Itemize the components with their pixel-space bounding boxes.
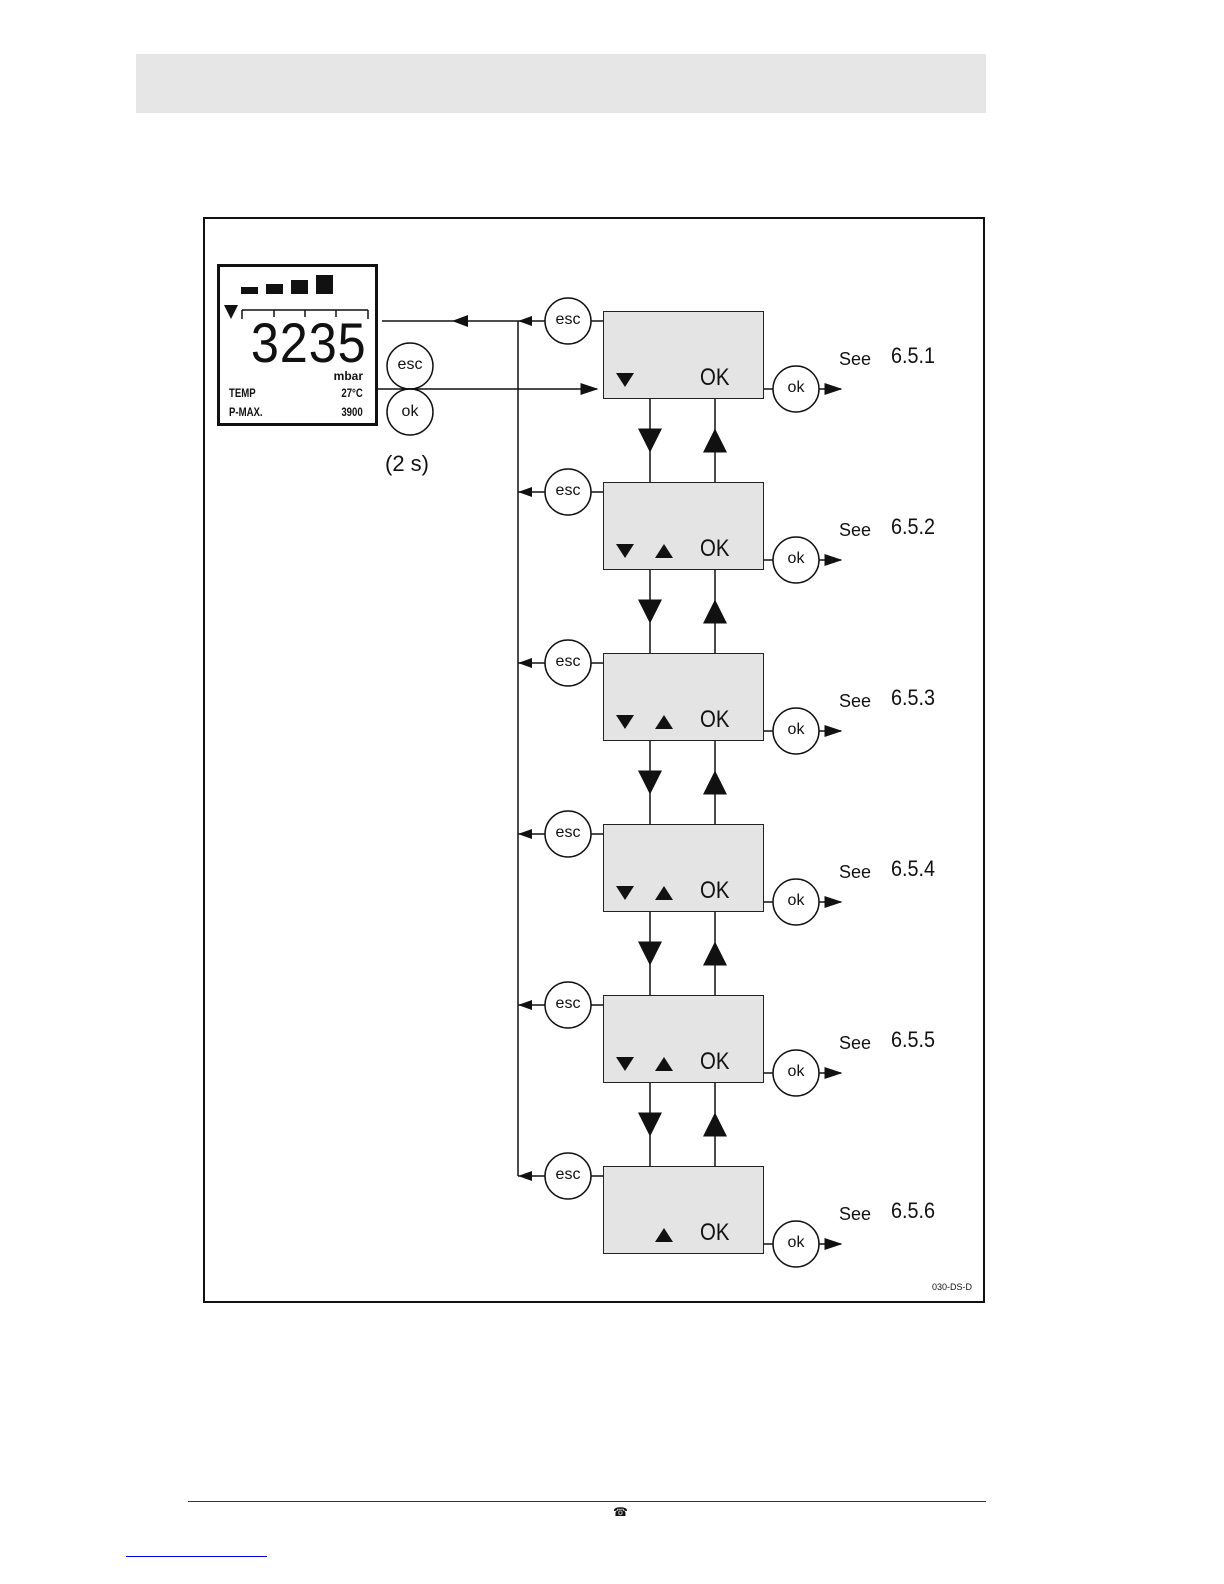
down-arrow-icon (616, 886, 634, 900)
ok-button-label: ok (772, 550, 820, 568)
up-arrow-icon (655, 715, 673, 729)
esc-arrow-icon (518, 1171, 532, 1181)
lcd-pointer-icon (224, 305, 238, 319)
section-reference: 6.5.6 (891, 1198, 935, 1224)
esc-button-label: esc (544, 311, 592, 329)
lcd-display: 3235 mbar TEMP 27°C P-MAX. 3900 (217, 264, 378, 426)
screen-ok-label: OK (700, 1048, 729, 1076)
down-arrow-icon (616, 373, 634, 387)
up-arrow-icon (655, 1057, 673, 1071)
lcd-ok-button-label: ok (386, 403, 434, 421)
see-label: See (839, 862, 871, 883)
menu-screen: OK (603, 482, 764, 570)
esc-arrow-icon (518, 658, 532, 668)
up-nav-arrow-icon (703, 771, 727, 795)
esc-button-label: esc (544, 1166, 592, 1184)
lcd-pmax-label: P-MAX. (229, 405, 263, 419)
esc-arrow-icon (518, 829, 532, 839)
see-label: See (839, 1033, 871, 1054)
screen-ok-label: OK (700, 535, 729, 563)
screen-ok-label: OK (700, 706, 729, 734)
section-reference: 6.5.2 (891, 514, 935, 540)
section-reference: 6.5.3 (891, 685, 935, 711)
lcd-reading: 3235 (251, 315, 367, 371)
esc-button-label: esc (544, 995, 592, 1013)
section-reference: 6.5.1 (891, 343, 935, 369)
see-label: See (839, 1204, 871, 1225)
telephone-icon: ☎ (613, 1505, 628, 1519)
down-nav-arrow-icon (638, 1113, 662, 1137)
esc-arrow-icon (518, 316, 532, 326)
see-label: See (839, 691, 871, 712)
lcd-temp-label: TEMP (229, 386, 256, 400)
screen-ok-label: OK (700, 1219, 729, 1247)
see-label: See (839, 349, 871, 370)
esc-button-label: esc (544, 824, 592, 842)
up-arrow-icon (655, 1228, 673, 1242)
lcd-pmax-value: 3900 (342, 405, 363, 419)
see-label: See (839, 520, 871, 541)
screen-ok-label: OK (700, 877, 729, 905)
down-arrow-icon (616, 544, 634, 558)
menu-screen: OK (603, 653, 764, 741)
menu-screen: OK (603, 311, 764, 399)
up-nav-arrow-icon (703, 1113, 727, 1137)
down-arrow-icon (616, 1057, 634, 1071)
esc-arrow-icon (518, 487, 532, 497)
up-nav-arrow-icon (703, 942, 727, 966)
ok-button-label: ok (772, 1234, 820, 1252)
footer-link-underline (126, 1556, 267, 1557)
return-arrow-icon (452, 315, 468, 327)
ok-button-label: ok (772, 379, 820, 397)
up-nav-arrow-icon (703, 429, 727, 453)
down-nav-arrow-icon (638, 942, 662, 966)
lcd-unit: mbar (334, 369, 363, 383)
ok-button-label: ok (772, 892, 820, 910)
ok-button-label: ok (772, 721, 820, 739)
footer-rule (188, 1501, 986, 1502)
up-arrow-icon (655, 544, 673, 558)
section-reference: 6.5.4 (891, 856, 935, 882)
down-nav-arrow-icon (638, 771, 662, 795)
hold-duration-label: (2 s) (385, 451, 429, 477)
esc-button-label: esc (544, 653, 592, 671)
ok-button-label: ok (772, 1063, 820, 1081)
up-nav-arrow-icon (703, 600, 727, 624)
down-nav-arrow-icon (638, 429, 662, 453)
lcd-temp-value: 27°C (342, 386, 363, 400)
down-arrow-icon (616, 715, 634, 729)
lcd-esc-button-label: esc (386, 356, 434, 374)
menu-screen: OK (603, 995, 764, 1083)
esc-arrow-icon (518, 1000, 532, 1010)
figure-code: 030-DS-D (932, 1282, 972, 1292)
menu-screen: OK (603, 1166, 764, 1254)
menu-screen: OK (603, 824, 764, 912)
screen-ok-label: OK (700, 364, 729, 392)
esc-button-label: esc (544, 482, 592, 500)
section-reference: 6.5.5 (891, 1027, 935, 1053)
down-nav-arrow-icon (638, 600, 662, 624)
up-arrow-icon (655, 886, 673, 900)
